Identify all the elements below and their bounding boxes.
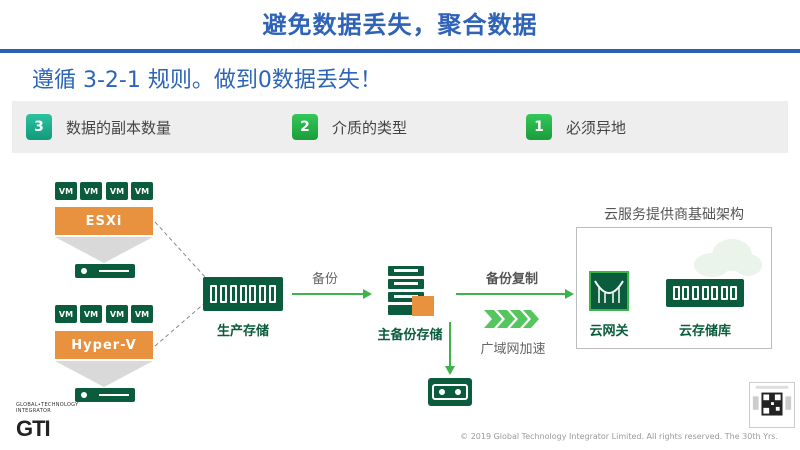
vm-icon: VM xyxy=(80,305,102,323)
tape-icon xyxy=(428,378,472,406)
vm-icon: VM xyxy=(106,182,128,200)
vm-icon: VM xyxy=(55,305,77,323)
page-title: 避免数据丢失，聚合数据 xyxy=(262,11,538,39)
gti-logo-mark: GTI xyxy=(16,416,51,441)
vm-icon: VM xyxy=(131,305,153,323)
rule-number-badge: 2 xyxy=(292,114,318,140)
esxi-hypervisor: ESXi xyxy=(55,207,153,235)
rules-band xyxy=(12,101,788,153)
cloud-gateway-icon xyxy=(589,271,629,311)
dashed-connector xyxy=(154,301,207,347)
vm-icon: VM xyxy=(80,182,102,200)
cloud-infrastructure-title: 云服务提供商基础架构 xyxy=(604,207,744,223)
rule-label: 数据的副本数量 xyxy=(66,118,172,137)
backup-server-stack-icon xyxy=(388,266,434,316)
backup-arrow xyxy=(292,293,364,295)
production-storage-label: 生产存储 xyxy=(216,324,269,339)
rule-item-offsite: 1 必须异地 xyxy=(526,113,626,141)
subtitle: 遵循 3-2-1 规则。做到0数据丢失！ xyxy=(32,68,382,93)
vm-icon: VM xyxy=(131,182,153,200)
cloud-repository-label: 云存储库 xyxy=(678,324,731,339)
wan-accel-label: 广域网加速 xyxy=(480,342,546,357)
hyperv-hypervisor: Hyper-V xyxy=(55,331,153,359)
rule-item-media: 2 介质的类型 xyxy=(292,113,407,141)
copyright-footer: © 2019 Global Technology Integrator Limi… xyxy=(460,432,778,441)
wan-accel-chevrons-icon xyxy=(484,310,539,328)
title-bar: 避免数据丢失，聚合数据 xyxy=(0,0,800,50)
vm-icon: VM xyxy=(55,182,77,200)
cloud-gateway-label: 云网关 xyxy=(589,324,629,339)
dashed-connector xyxy=(154,221,207,279)
arrow-head-icon xyxy=(363,289,372,299)
vm-icon: VM xyxy=(106,305,128,323)
rule-number-badge: 3 xyxy=(26,114,52,140)
rule-label: 介质的类型 xyxy=(332,118,408,137)
primary-backup-storage-label: 主备份存储 xyxy=(377,328,443,343)
backup-label: 备份 xyxy=(311,272,338,287)
down-arrow-line xyxy=(449,322,451,368)
title-divider xyxy=(0,49,800,53)
qr-code-icon xyxy=(749,382,795,428)
server-icon xyxy=(75,264,135,278)
down-arrow-head-icon xyxy=(445,366,455,375)
backup-copy-label: 备份复制 xyxy=(485,272,538,287)
rule-item-copies: 3 数据的副本数量 xyxy=(26,113,171,141)
funnel-shape xyxy=(55,237,153,263)
funnel-shape xyxy=(55,361,153,387)
arrow-head-icon xyxy=(565,289,574,299)
backup-copy-arrow xyxy=(456,293,566,295)
production-storage-icon xyxy=(203,277,283,311)
gti-logo: GLOBAL•TECHNOLOGY INTEGRATOR GTI xyxy=(16,402,84,442)
rule-label: 必须异地 xyxy=(566,118,627,137)
company-small-text: GLOBAL•TECHNOLOGY INTEGRATOR xyxy=(16,402,79,414)
rule-number-badge: 1 xyxy=(526,114,552,140)
cloud-icon xyxy=(694,239,762,277)
cloud-repository-icon xyxy=(666,279,744,307)
server-icon xyxy=(75,388,135,402)
